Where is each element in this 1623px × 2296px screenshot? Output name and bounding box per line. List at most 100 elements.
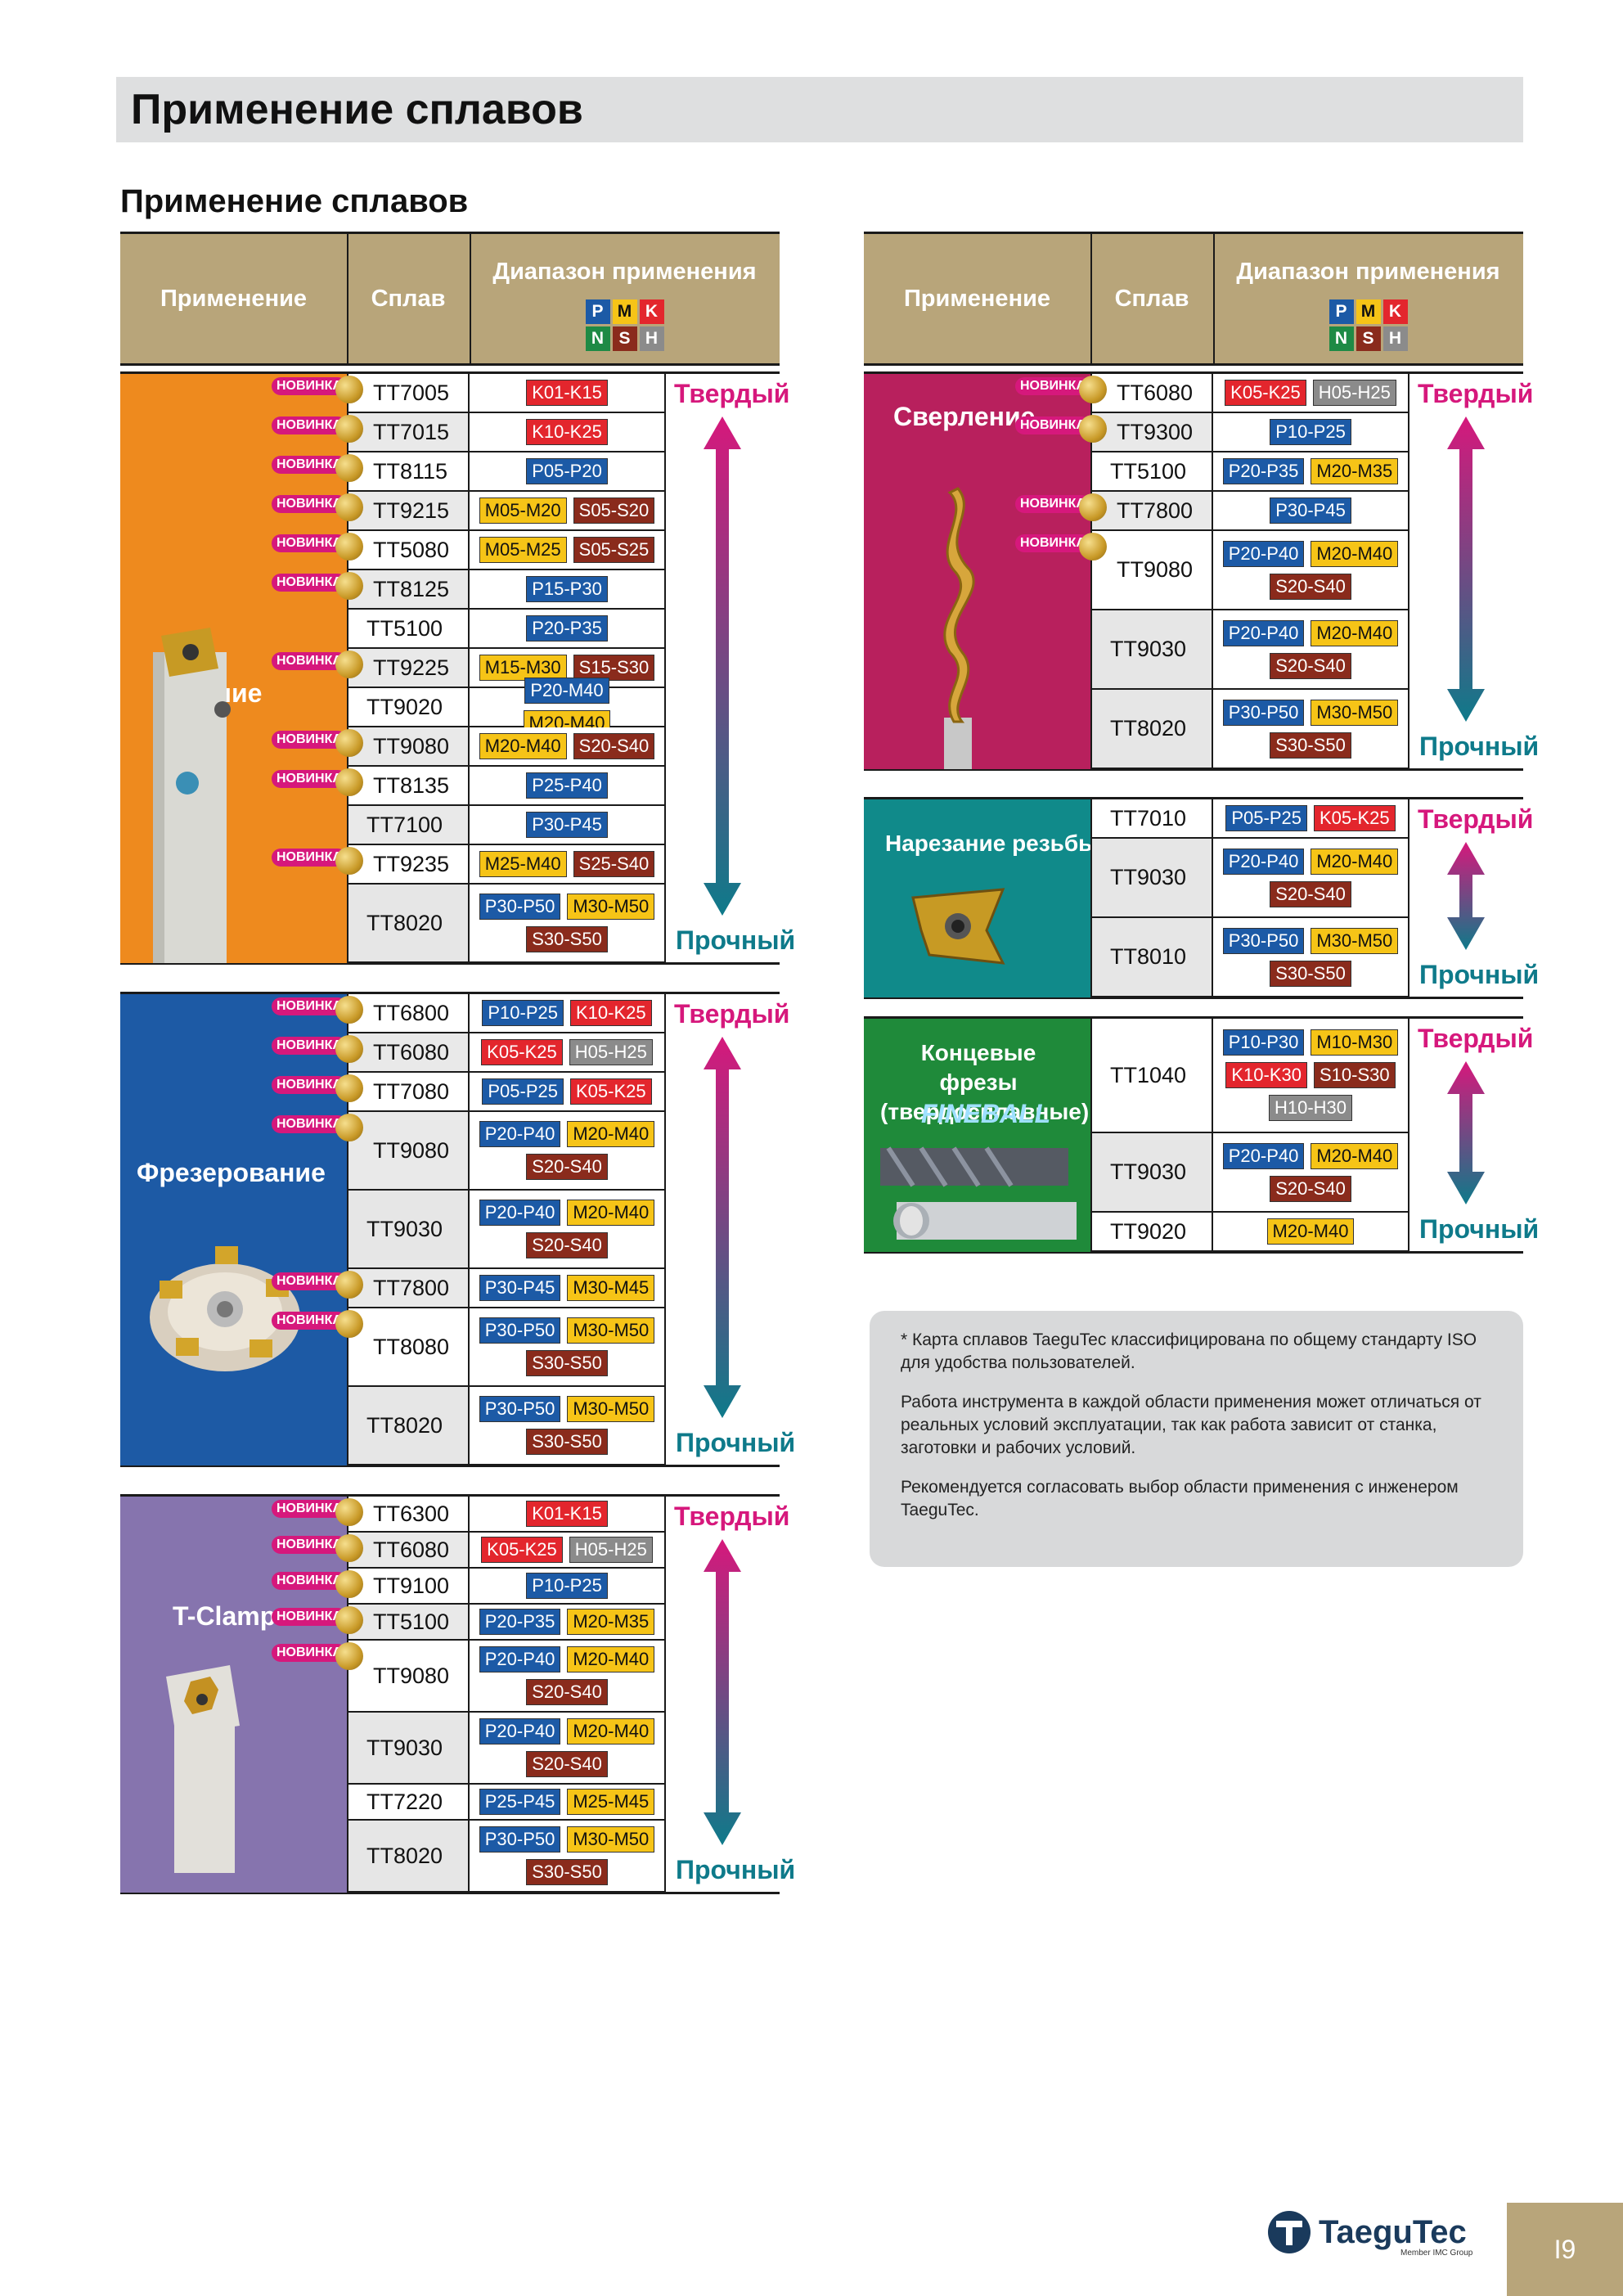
range-badge: M30-M50 <box>1311 927 1399 954</box>
hardness-arrow-icon <box>702 1037 743 1422</box>
range-badge: P30-P50 <box>1222 927 1305 954</box>
note-conditions: Работа инструмента в каждой области прим… <box>901 1393 1481 1457</box>
range-badge: S30-S50 <box>526 1859 608 1885</box>
range-badge: S20-S40 <box>1270 880 1351 907</box>
group-divider-line <box>120 1494 780 1497</box>
range-cell: K10-K25 <box>470 413 666 451</box>
range-badge: P20-P35 <box>526 615 608 642</box>
alloy-name: TT5100 <box>347 610 470 647</box>
iso-group-N: N <box>585 326 610 351</box>
range-badge: H05-H25 <box>569 1537 653 1563</box>
iso-group-K: K <box>639 299 664 324</box>
new-badge: НОВИНКА <box>272 456 347 474</box>
tough-label: Прочный <box>676 1855 796 1884</box>
group-divider-line <box>864 1016 1523 1019</box>
alloy-name: TT6300 <box>347 1497 470 1531</box>
threading-insert-image-graphic <box>911 888 1005 965</box>
range-badge: M20-M40 <box>1311 540 1399 567</box>
range-cell: P30-P45 <box>470 806 666 844</box>
coin-icon <box>1079 493 1107 521</box>
coin-icon <box>335 533 363 560</box>
range-badge: K10-K30 <box>1225 1062 1307 1088</box>
group-divider-line <box>120 371 780 374</box>
alloy-name: TT6080 <box>347 1033 470 1071</box>
range-badge: P30-P45 <box>526 812 608 838</box>
alloy-name: TT9080 <box>347 1641 470 1711</box>
coin-icon <box>335 415 363 443</box>
category-label: Фрезерование <box>137 1158 326 1187</box>
alloy-name: TT9030 <box>1090 1133 1213 1211</box>
alloy-name: TT8020 <box>347 1821 470 1891</box>
group-divider-line <box>120 962 780 965</box>
alloy-name: TT6800 <box>347 994 470 1032</box>
alloy-name: TT8125 <box>347 570 470 608</box>
range-badge: P20-M40 <box>524 678 609 704</box>
range-badge: P10-P25 <box>482 1000 564 1026</box>
category-panel: T-Clamp <box>120 1497 347 1893</box>
range-badge: P10-P30 <box>1222 1029 1305 1056</box>
hardness-arrow-graphic <box>1447 1061 1485 1204</box>
range-badge: K01-K15 <box>526 1501 608 1527</box>
hard-label: Твердый <box>1418 1024 1534 1053</box>
range-badge: K05-K25 <box>481 1537 563 1563</box>
coin-icon <box>335 1642 363 1670</box>
banner-title: Применение сплавов <box>131 86 583 133</box>
range-cell: P05-P20 <box>470 452 666 490</box>
coin-icon <box>335 1114 363 1141</box>
brand-label: FINEBALL <box>921 1099 1051 1128</box>
range-badge: M05-M20 <box>479 497 567 524</box>
new-badge: НОВИНКА <box>272 1500 347 1518</box>
threading-insert-image <box>905 881 1011 975</box>
alloy-name: TT7005 <box>347 374 470 412</box>
hardness-arrow-icon <box>1445 1061 1486 1209</box>
taegutec-logo: TaeguTec Member IMC Group <box>1266 2209 1479 2258</box>
new-badge: НОВИНКА <box>1015 534 1090 552</box>
coin-icon <box>1079 376 1107 403</box>
range-badge: K05-K25 <box>481 1039 563 1065</box>
range-badge: K05-K25 <box>1225 380 1306 406</box>
range-badge: P20-P35 <box>479 1609 561 1635</box>
range-badge: H10-H30 <box>1268 1095 1353 1121</box>
alloy-name: TT9030 <box>347 1713 470 1783</box>
group-divider-line <box>864 371 1523 374</box>
new-badge: НОВИНКА <box>1015 495 1090 513</box>
drill-image <box>913 480 1003 769</box>
hardness-arrow-icon <box>702 416 743 920</box>
coin-icon <box>335 1606 363 1634</box>
endmill-image <box>880 1141 1077 1252</box>
page-banner: Применение сплавов <box>116 77 1523 142</box>
tough-label: Прочный <box>1419 732 1540 761</box>
iso-group-S: S <box>612 326 637 351</box>
range-badge: P30-P50 <box>479 894 561 920</box>
coin-icon <box>335 1035 363 1063</box>
hardness-arrow-icon <box>1445 842 1486 954</box>
category-panel: Нарезание резьбы <box>864 799 1090 997</box>
alloy-name: TT9080 <box>347 1112 470 1189</box>
new-badge: НОВИНКА <box>272 534 347 552</box>
